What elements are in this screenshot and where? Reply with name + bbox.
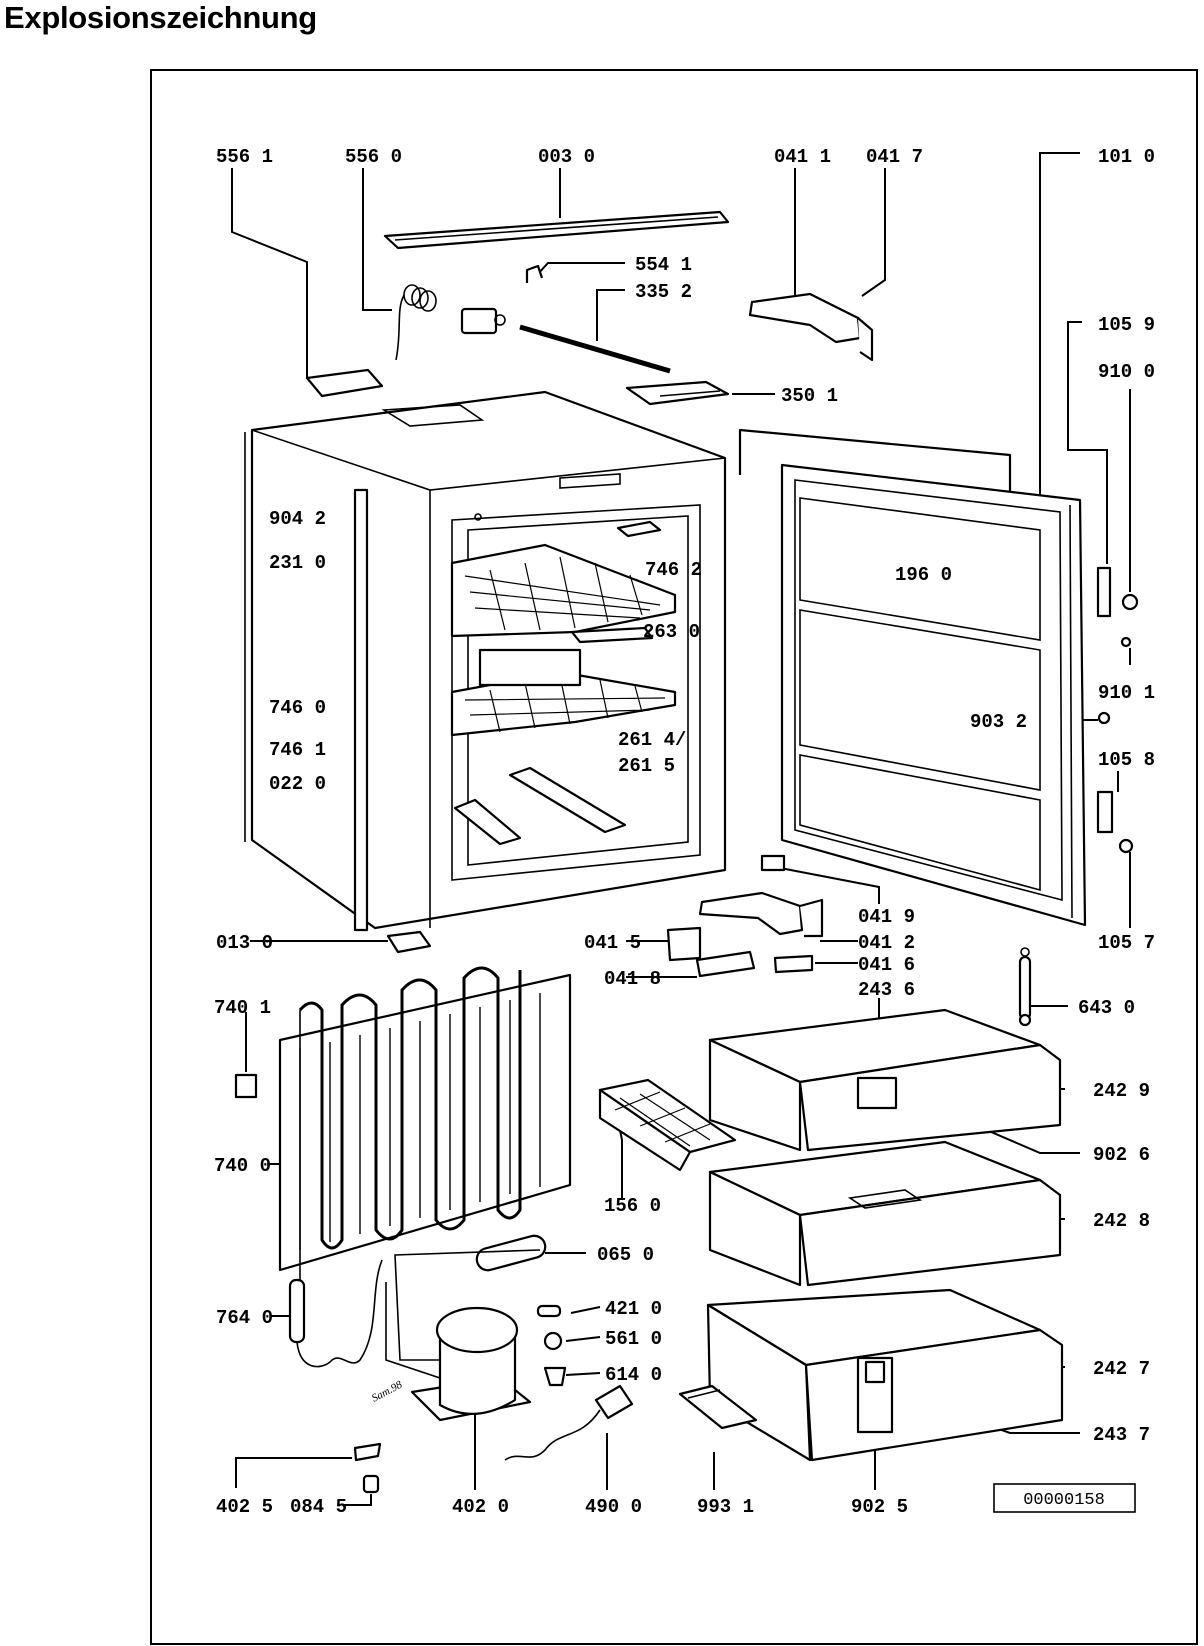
part-label-105-7: 105 7 <box>1098 932 1155 954</box>
part-label-242-9: 242 9 <box>1093 1080 1150 1102</box>
part-label-065-0: 065 0 <box>597 1244 654 1266</box>
diagram-frame <box>150 69 1198 1645</box>
part-label-242-8: 242 8 <box>1093 1210 1150 1232</box>
draftsman-signature: Sam.98 <box>370 1378 405 1404</box>
drain-tube <box>475 1234 547 1272</box>
part-label-904-2: 904 2 <box>269 508 326 530</box>
part-label-041-7: 041 7 <box>866 146 923 168</box>
crisper-rails <box>453 766 627 846</box>
rod-part <box>519 324 671 374</box>
part-label-643-0: 643 0 <box>1078 997 1135 1019</box>
part-label-084-5: 084 5 <box>290 1496 347 1518</box>
bottom-brackets <box>386 926 814 978</box>
condenser <box>234 966 572 1326</box>
part-label-105-9: 105 9 <box>1098 314 1155 336</box>
part-label-335-2: 335 2 <box>635 281 692 303</box>
part-label-196-0: 196 0 <box>895 564 952 586</box>
part-label-902-6: 902 6 <box>1093 1144 1150 1166</box>
part-label-041-2: 041 2 <box>858 932 915 954</box>
drawing-number-box: 00000158 <box>993 1483 1136 1513</box>
part-label-243-7: 243 7 <box>1093 1424 1150 1446</box>
part-label-746-1: 746 1 <box>269 739 326 761</box>
thermostat-part <box>460 307 506 335</box>
switch-panel <box>625 380 730 406</box>
power-cord <box>504 1384 634 1461</box>
part-label-013-0: 013 0 <box>216 932 273 954</box>
part-label-490-0: 490 0 <box>585 1496 642 1518</box>
part-label-156-0: 156 0 <box>604 1195 661 1217</box>
shelf-support-clip <box>570 520 662 644</box>
filter-drier <box>288 1259 383 1368</box>
part-label-003-0: 003 0 <box>538 146 595 168</box>
part-label-261-4: 261 4/ <box>618 729 686 751</box>
compressor <box>385 1249 541 1422</box>
part-label-746-2: 746 2 <box>645 559 702 581</box>
ice-tray <box>598 1078 737 1172</box>
part-label-614-0: 614 0 <box>605 1364 662 1386</box>
drawer-middle <box>708 1140 1062 1287</box>
part-label-231-0: 231 0 <box>269 552 326 574</box>
part-label-740-0: 740 0 <box>214 1155 271 1177</box>
part-label-556-1: 556 1 <box>216 146 273 168</box>
part-label-101-0: 101 0 <box>1098 146 1155 168</box>
part-label-350-1: 350 1 <box>781 385 838 407</box>
drawing-number: 00000158 <box>1023 1491 1105 1510</box>
shelf-upper <box>450 543 677 638</box>
part-label-561-0: 561 0 <box>605 1328 662 1350</box>
part-label-421-0: 421 0 <box>605 1298 662 1320</box>
part-label-041-9: 041 9 <box>858 906 915 928</box>
part-label-041-1: 041 1 <box>774 146 831 168</box>
part-label-740-1: 740 1 <box>214 997 271 1019</box>
part-label-993-1: 993 1 <box>697 1496 754 1518</box>
part-label-041-5: 041 5 <box>584 932 641 954</box>
coil-part-556 <box>395 284 437 361</box>
part-label-556-0: 556 0 <box>345 146 402 168</box>
small-electrical-parts <box>353 1304 567 1494</box>
part-label-402-5: 402 5 <box>216 1496 273 1518</box>
door-hinge-parts <box>1096 566 1139 854</box>
hinge-top <box>748 292 874 362</box>
part-label-902-5: 902 5 <box>851 1496 908 1518</box>
part-label-746-0: 746 0 <box>269 697 326 719</box>
part-label-041-6: 041 6 <box>858 954 915 976</box>
hinge-bottom <box>698 854 824 938</box>
lamp-cover-part <box>305 368 384 398</box>
shelf-lower <box>450 648 677 737</box>
part-label-022-0: 022 0 <box>269 773 326 795</box>
part-label-261-5: 261 5 <box>618 755 675 777</box>
thermometer <box>1018 947 1032 1027</box>
part-label-041-8: 041 8 <box>604 968 661 990</box>
part-label-402-0: 402 0 <box>452 1496 509 1518</box>
part-label-910-1: 910 1 <box>1098 682 1155 704</box>
part-label-242-7: 242 7 <box>1093 1358 1150 1380</box>
drawer-lower <box>706 1288 1064 1462</box>
part-label-910-0: 910 0 <box>1098 361 1155 383</box>
page-title: Explosionszeichnung <box>4 0 317 35</box>
part-label-903-2: 903 2 <box>970 711 1027 733</box>
part-label-243-6: 243 6 <box>858 979 915 1001</box>
door-panel <box>780 463 1087 927</box>
top-profile-part <box>383 210 730 250</box>
clip-part-554 <box>525 264 544 283</box>
drawer-upper <box>708 1008 1062 1152</box>
part-label-105-8: 105 8 <box>1098 749 1155 771</box>
part-labels: 556 1 556 0 003 0 041 1 041 7 101 0 554 … <box>214 146 1155 1518</box>
part-label-554-1: 554 1 <box>635 254 692 276</box>
part-label-263-0: 263 0 <box>643 621 700 643</box>
part-label-764-0: 764 0 <box>216 1307 273 1329</box>
scraper-part <box>678 1384 758 1430</box>
